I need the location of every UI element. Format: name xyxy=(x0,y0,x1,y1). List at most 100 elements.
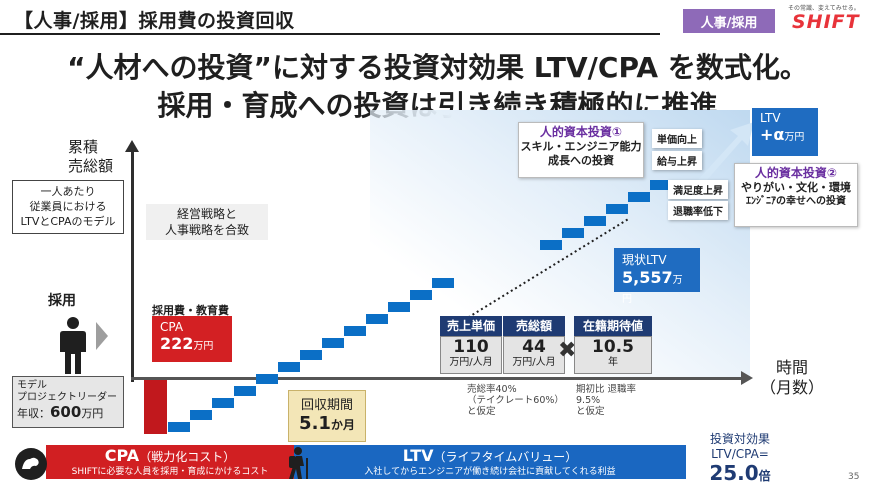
x-axis-label: 時間 （月数） xyxy=(760,358,824,398)
y-axis-label: 累積 売総額 xyxy=(68,138,113,176)
metric-tenure-value: 10.5 xyxy=(592,337,634,357)
model-line-1: 一人あたり xyxy=(40,185,96,198)
cpa-label: CPA xyxy=(160,320,184,334)
pl-salary-label: 年収： xyxy=(17,407,50,420)
ltv-step xyxy=(584,216,606,226)
strength-icon xyxy=(15,448,47,480)
tag-satisfaction-up: 満足度上昇 xyxy=(668,180,728,199)
payback-unit: か月 xyxy=(330,418,355,432)
roi-formula: LTV/CPA= xyxy=(711,447,769,461)
ltv-band-sub: （ライフタイムバリュー） xyxy=(433,450,578,464)
ltv-step xyxy=(256,374,278,384)
metric-unit-price-value-box: 110 万円/人月 xyxy=(440,336,502,374)
x-axis-label-2: （月数） xyxy=(760,378,825,397)
human-capital-1-title: 人的資本投資① xyxy=(539,125,623,139)
x-axis-label-1: 時間 xyxy=(776,358,809,377)
metric-tenure-value-box: 10.5 年 xyxy=(574,336,652,374)
note-attrition-2: 9.5% xyxy=(576,395,601,406)
cpa-bar xyxy=(144,380,167,434)
ltv-band: LTV（ライフタイムバリュー） 入社してからエンジニアが働き続け会社に貢献してく… xyxy=(294,445,686,479)
ltv-step xyxy=(322,338,344,348)
shift-logo: SHIFT xyxy=(792,11,860,33)
category-badge: 人事/採用 xyxy=(683,9,775,33)
pl-line-2: プロジェクトリーダー xyxy=(17,392,117,403)
logo-tagline: その常識、変えてみせる。 xyxy=(788,5,860,12)
current-ltv-label: 現状LTV xyxy=(622,253,667,267)
note-total-rate: 売総率40% （テイクレート60%） と仮定 xyxy=(467,384,564,417)
metric-unit-price-header: 売上単価 xyxy=(440,316,502,336)
current-ltv-value: 5,557 xyxy=(622,268,673,287)
roi-label: 投資対効果 xyxy=(709,432,770,446)
human-capital-panel-2: 人的資本投資② やりがい・文化・環境 ｴﾝｼﾞﾆｱの幸せへの投資 xyxy=(734,163,858,227)
payback-amount: 5.1か月 xyxy=(289,413,365,434)
x-axis xyxy=(131,377,743,380)
hiring-label: 採用 xyxy=(48,293,76,309)
person-icon xyxy=(60,317,86,374)
project-leader-box: モデル プロジェクトリーダー 年収：600万円 xyxy=(12,376,124,428)
payback-value: 5.1 xyxy=(299,413,331,434)
metric-total-unit: 万円/人月 xyxy=(512,357,556,368)
model-line-3: LTVとCPAのモデル xyxy=(20,215,116,228)
cpa-amount: 222万円 xyxy=(160,334,224,353)
human-capital-2-line-1: やりがい・文化・環境 xyxy=(741,181,851,194)
headline-line-1: “人材への投資”に対する投資対効果 LTV/CPA を数式化。 xyxy=(67,51,808,84)
note-attrition: 期初比 退職率 9.5% と仮定 xyxy=(576,384,636,417)
metric-total: 売総額 44 万円/人月 xyxy=(503,316,565,374)
human-capital-panel-1: 人的資本投資① スキル・エンジニア能力 成長への投資 xyxy=(518,122,644,178)
metric-total-value: 44 xyxy=(522,337,546,357)
ltv-step xyxy=(650,180,672,190)
human-capital-1-line-1: スキル・エンジニア能力 xyxy=(520,140,642,153)
hiker-icon xyxy=(289,447,308,479)
ltv-step xyxy=(540,240,562,250)
metric-tenure-header: 在籍期待値 xyxy=(574,316,652,336)
strategy-box: 経営戦略と 人事戦略を合致 xyxy=(146,204,268,240)
ltv-step xyxy=(388,302,410,312)
strategy-line-1: 経営戦略と xyxy=(176,207,237,221)
metric-unit-price: 売上単価 110 万円/人月 xyxy=(440,316,502,374)
pl-salary-value: 600 xyxy=(50,403,82,421)
metric-total-value-box: 44 万円/人月 xyxy=(503,336,565,374)
ltv-step xyxy=(344,326,366,336)
ltv-band-title: LTV xyxy=(402,446,434,465)
note-attrition-3: と仮定 xyxy=(576,406,605,417)
page-number: 35 xyxy=(848,472,860,482)
ltv-step xyxy=(410,290,432,300)
tag-salary-up: 給与上昇 xyxy=(652,151,702,170)
metric-total-header: 売総額 xyxy=(503,316,565,336)
cpa-band-desc: SHIFTに必要な人員を採用・育成にかけるコスト xyxy=(71,467,269,477)
note-attrition-1: 期初比 退職率 xyxy=(576,384,637,395)
cpa-box: CPA 222万円 xyxy=(152,316,232,362)
ltv-step xyxy=(278,362,300,372)
y-axis-label-2: 売総額 xyxy=(68,157,114,175)
current-ltv-unit: 万円 xyxy=(622,275,683,305)
y-axis-arrow-icon xyxy=(125,140,139,152)
page-title: 【人事/採用】採用費の投資回収 xyxy=(14,10,295,32)
tag-attrition-down: 退職率低下 xyxy=(668,201,728,220)
metric-unit-price-value: 110 xyxy=(453,337,489,357)
ltv-step xyxy=(212,398,234,408)
ltv-plus-unit: 万円 xyxy=(784,132,805,143)
cpa-unit: 万円 xyxy=(193,341,214,352)
ltv-step xyxy=(168,422,190,432)
x-axis-arrow-icon xyxy=(741,371,753,385)
multiply-icon: ✖ xyxy=(558,338,577,363)
metric-tenure-unit: 年 xyxy=(608,357,618,368)
human-capital-2-title: 人的資本投資② xyxy=(754,166,838,180)
ltv-band-desc: 入社してからエンジニアが働き続け会社に貢献してくれる利益 xyxy=(364,467,616,477)
metric-unit-price-unit: 万円/人月 xyxy=(449,357,493,368)
pl-line-1: モデル xyxy=(17,380,47,391)
ltv-step xyxy=(300,350,322,360)
ltv-step xyxy=(628,192,650,202)
roi-box: 投資対効果 LTV/CPA= 25.0倍 xyxy=(690,432,790,488)
upward-arrow-icon xyxy=(694,122,754,188)
roi-unit: 倍 xyxy=(758,469,771,483)
tag-unit-price-up: 単価向上 xyxy=(652,129,702,148)
human-capital-2-line-2: ｴﾝｼﾞﾆｱの幸せへの投資 xyxy=(746,196,846,207)
metric-tenure: 在籍期待値 10.5 年 xyxy=(574,316,652,374)
cpa-band-title: CPA xyxy=(104,446,140,465)
roi-value: 25.0 xyxy=(709,461,759,485)
ltv-step xyxy=(234,386,256,396)
ltv-plus-amount: +α万円 xyxy=(760,125,810,144)
ltv-plus-label: LTV xyxy=(760,111,781,125)
ltv-step xyxy=(366,314,388,324)
